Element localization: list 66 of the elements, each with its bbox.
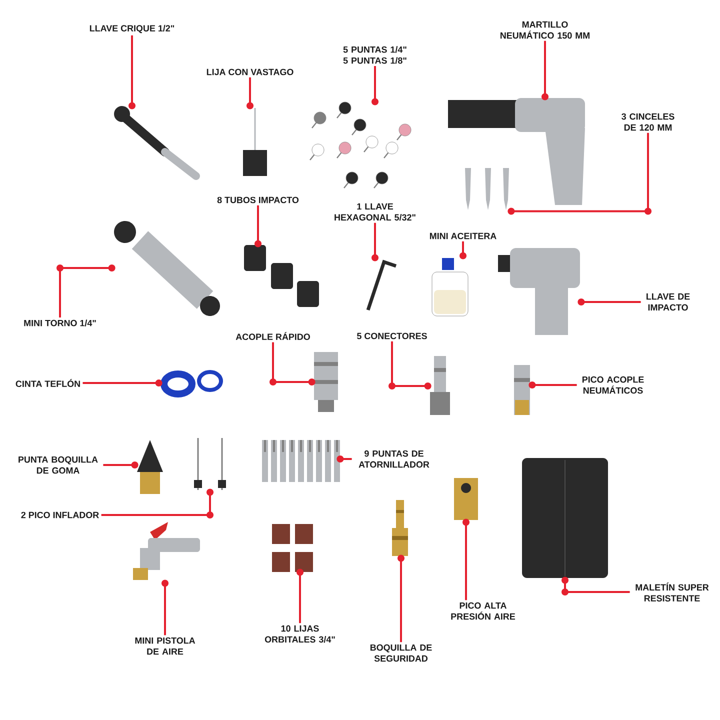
leader-line (336, 456, 352, 462)
leader-line (398, 554, 404, 642)
leader-line (562, 576, 630, 596)
item-label: 8 TUBOS IMPACTO (217, 196, 299, 204)
safety-nozzle-drawing (392, 500, 408, 556)
tape-roll-drawing (160, 370, 223, 398)
coupler-plug-drawing (514, 365, 530, 415)
leader-line (542, 40, 548, 100)
ratchet-wrench-drawing (114, 106, 200, 180)
item-label: PICO ACOPLE NEUMÁTICOS (582, 376, 644, 394)
leader-line (578, 298, 641, 306)
quick-coupler-drawing (314, 352, 338, 412)
oil-bottle-drawing (432, 258, 468, 316)
leader-line (101, 488, 214, 518)
die-grinder-drawing (114, 221, 220, 316)
leader-line (162, 580, 168, 636)
leader-line (508, 132, 652, 215)
item-label: MALETÍN SUPER RESISTENTE (636, 582, 709, 602)
air-hammer-drawing (448, 98, 585, 205)
item-label: LLAVE CRIQUE 1/2" (90, 24, 174, 34)
item-label: MINI PISTOLA DE AIRE (135, 637, 196, 655)
chisels-drawing (465, 168, 509, 210)
leader-line (296, 568, 304, 624)
item-label: PUNTA BOQUILLA DE GOMA (18, 456, 98, 474)
item-label: MINI ACEITERA (430, 232, 496, 240)
grinding-points-drawing (310, 102, 412, 188)
sockets-drawing (244, 245, 319, 307)
leader-line (372, 222, 378, 262)
item-label: 1 LLAVE HEXAGONAL 5/32" (334, 203, 416, 221)
leader-line (254, 205, 262, 248)
leader-line (528, 382, 577, 388)
sanding-sleeves-drawing (272, 524, 313, 572)
rubber-tip-drawing (137, 440, 163, 494)
item-label: 5 PUNTAS 1/4" 5 PUNTAS 1/8" (343, 46, 406, 64)
item-label: ACOPLE RÁPIDO (236, 332, 310, 340)
leader-line (270, 342, 316, 386)
connector-drawing (430, 356, 450, 415)
leader-line (388, 341, 432, 390)
tire-chuck-drawing (454, 478, 478, 520)
leader-line (460, 241, 466, 260)
sanding-drum-drawing (243, 108, 267, 176)
item-label: 5 CONECTORES (357, 332, 427, 340)
item-label: MARTILLO NEUMÁTICO 150 MM (500, 21, 590, 39)
leader-line (82, 380, 162, 386)
leader-line (246, 77, 254, 110)
item-label: 3 CINCELES DE 120 MM (622, 113, 674, 131)
leader-line (372, 66, 378, 106)
item-label: 10 LIJAS ORBITALES 3/4" (264, 625, 335, 643)
leader-line (103, 462, 138, 468)
carrying-case-drawing (522, 458, 608, 578)
screwdriver-bits-drawing (262, 440, 340, 482)
leader-line (128, 35, 136, 110)
blow-gun-drawing (133, 522, 200, 580)
item-label: MINI TORNO 1/4" (24, 320, 96, 326)
hex-key-drawing (366, 260, 397, 311)
item-label: CINTA TEFLÓN (16, 378, 80, 388)
item-label: 9 PUNTAS DE ATORNILLADOR (358, 450, 430, 468)
item-label: BOQUILLA DE SEGURIDAD (370, 644, 432, 662)
item-label: LIJA CON VASTAGO (206, 68, 294, 76)
item-label: 2 PICO INFLADOR (21, 512, 99, 518)
impact-wrench-drawing (498, 248, 580, 335)
leader-line (56, 264, 116, 318)
inflator-needles-drawing (194, 438, 226, 490)
item-label: LLAVE DE IMPACTO (646, 293, 690, 311)
leader-line (462, 518, 470, 600)
item-label: PICO ALTA PRESIÓN AIRE (451, 602, 516, 620)
